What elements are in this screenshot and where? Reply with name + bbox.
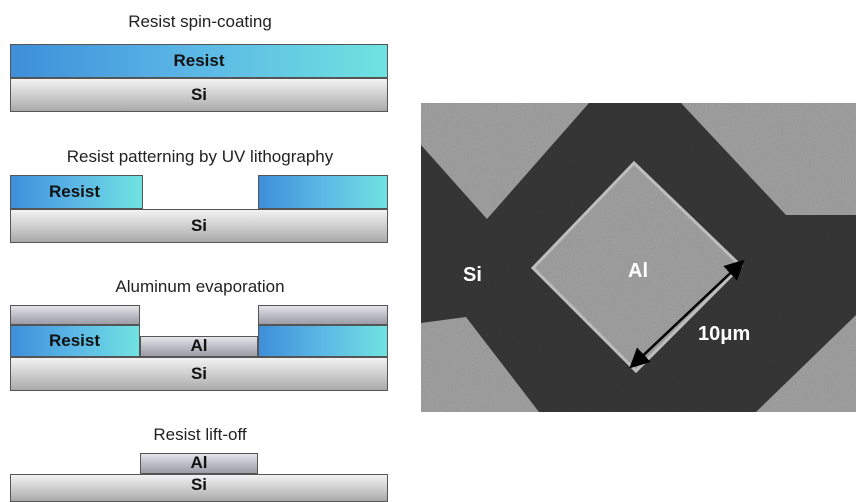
step-1-title: Resist spin-coating	[128, 12, 272, 31]
scale-bar-label: 10μm	[698, 323, 750, 345]
step-3-resist-right	[258, 325, 388, 357]
step-1-resist-layer: Resist	[10, 44, 388, 78]
step-3-title: Aluminum evaporation	[115, 277, 285, 296]
sem-si-label: Si	[463, 264, 482, 286]
step-3-al-layer: Al	[140, 336, 258, 357]
step-4-title: Resist lift-off	[153, 425, 247, 444]
al-island-bottom-left	[421, 317, 539, 412]
sem-al-label: Al	[628, 260, 648, 282]
step-2-resist-right	[258, 175, 388, 209]
step-2-title: Resist patterning by UV lithography	[66, 147, 334, 166]
step-3-resist-left: Resist	[10, 325, 140, 357]
step-2-si-layer: Si	[10, 209, 388, 243]
al-island-top-left	[421, 103, 589, 219]
al-island-bottom-right	[756, 315, 856, 412]
al-island-top-right	[681, 103, 856, 215]
step-3-si-layer: Si	[10, 357, 388, 391]
step-4-si-layer: Si	[10, 474, 388, 502]
sem-micrograph: Si Al 10μm	[421, 103, 856, 412]
step-3-al-on-resist-right	[258, 305, 388, 325]
scale-arrow	[629, 259, 745, 369]
step-2-resist-left: Resist	[10, 175, 143, 209]
step-4-al-layer: Al	[140, 453, 258, 474]
step-1-si-layer: Si	[10, 78, 388, 112]
step-3-al-on-resist-left	[10, 305, 140, 325]
